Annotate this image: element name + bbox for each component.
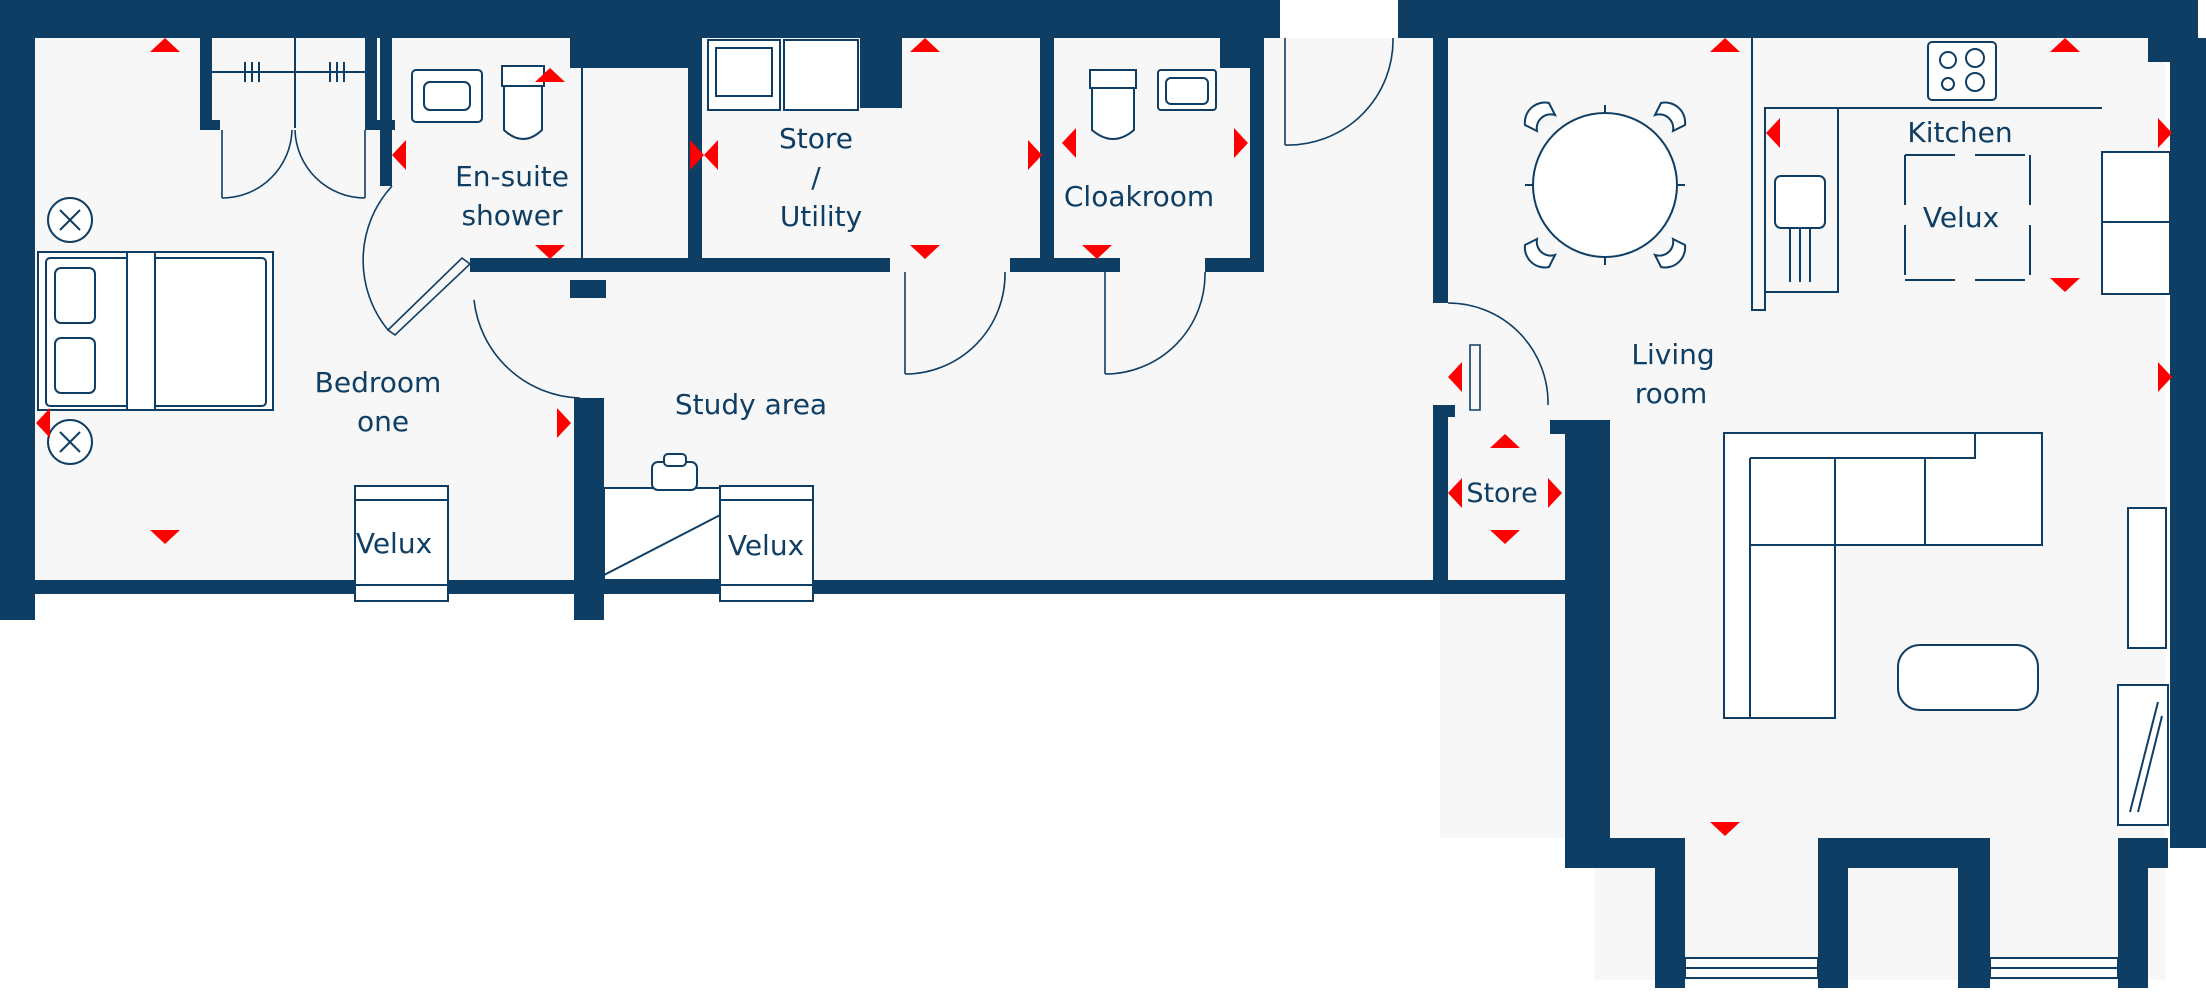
label-bedroom-one-line1: Bedroom (315, 366, 442, 399)
corner-sofa-icon (1723, 432, 2043, 719)
label-living-room-line2: room (1635, 377, 1707, 410)
label-study-area: Study area (675, 388, 827, 421)
marker-icon (1490, 434, 1520, 448)
marker-icon (392, 140, 406, 170)
study-desk-icon (603, 453, 731, 581)
hob-icon (1927, 41, 1997, 101)
marker-icon (2050, 278, 2080, 292)
label-ensuite-line2: shower (461, 199, 563, 232)
label-ensuite-line1: En-suite (455, 160, 569, 193)
marker-icon (910, 38, 940, 52)
marker-icon (150, 530, 180, 544)
label-living-room-line1: Living (1631, 338, 1714, 371)
marker-icon (1710, 822, 1740, 836)
wardrobe-rail-icon (212, 38, 365, 128)
marker-icon (1490, 530, 1520, 544)
cloakroom-toilet-icon (1089, 69, 1137, 140)
ensuite-basin-icon (411, 69, 483, 123)
marker-icon (1548, 478, 1562, 508)
cloakroom-basin-icon (1157, 69, 1217, 111)
marker-icon (1062, 128, 1076, 158)
dining-table-icon (1523, 101, 1687, 269)
label-velux-kitchen: Velux (1923, 201, 1999, 234)
fixtures (37, 38, 2171, 979)
velux-study (719, 485, 814, 602)
marker-icon (1028, 140, 1042, 170)
marker-icon (557, 408, 571, 438)
marker-icon (2158, 118, 2172, 148)
marker-icon (910, 245, 940, 259)
marker-icon (150, 38, 180, 52)
velux-bedroom (354, 485, 449, 602)
marker-icon (2050, 38, 2080, 52)
bay-window-icon (1989, 957, 2119, 979)
label-velux-bedroom: Velux (356, 527, 432, 560)
marker-icon (1082, 245, 1112, 259)
label-store-utility-line3: Utility (780, 200, 862, 233)
ensuite-toilet-icon (501, 65, 545, 140)
bedside-lamp-icon (47, 197, 93, 243)
marker-icon (1710, 38, 1740, 52)
label-store-utility-line1: Store (779, 122, 853, 155)
label-kitchen: Kitchen (1907, 116, 2012, 149)
washing-machine-icon (707, 39, 781, 111)
marker-icon (2158, 362, 2172, 392)
marker-icon (1234, 128, 1248, 158)
marker-icon (1766, 118, 1780, 148)
bedside-lamp-icon (47, 419, 93, 465)
label-velux-study: Velux (728, 529, 804, 562)
marker-icon (535, 245, 565, 259)
marker-icon (36, 408, 50, 438)
bay-window-icon (1684, 957, 1819, 979)
marker-icon (1448, 478, 1462, 508)
room-labels: Bedroom one En-suite shower Store / Util… (315, 116, 2013, 562)
kitchen-units-icon (1751, 38, 2171, 311)
marker-icon (704, 140, 718, 170)
label-bedroom-one-line2: one (357, 405, 409, 438)
tv-unit-icon (2117, 684, 2169, 826)
coffee-table-icon (1897, 644, 2039, 711)
marker-icon (690, 140, 704, 170)
sideboard-icon (2127, 507, 2167, 649)
marker-icon (1448, 362, 1462, 392)
double-bed-icon (37, 251, 274, 411)
dryer-icon (783, 39, 859, 111)
red-markers (36, 38, 2172, 836)
doors (221, 37, 1549, 411)
label-store: Store (1466, 478, 1537, 509)
label-store-utility-line2: / (811, 161, 821, 194)
marker-icon (535, 68, 565, 82)
label-cloakroom: Cloakroom (1064, 180, 1214, 213)
